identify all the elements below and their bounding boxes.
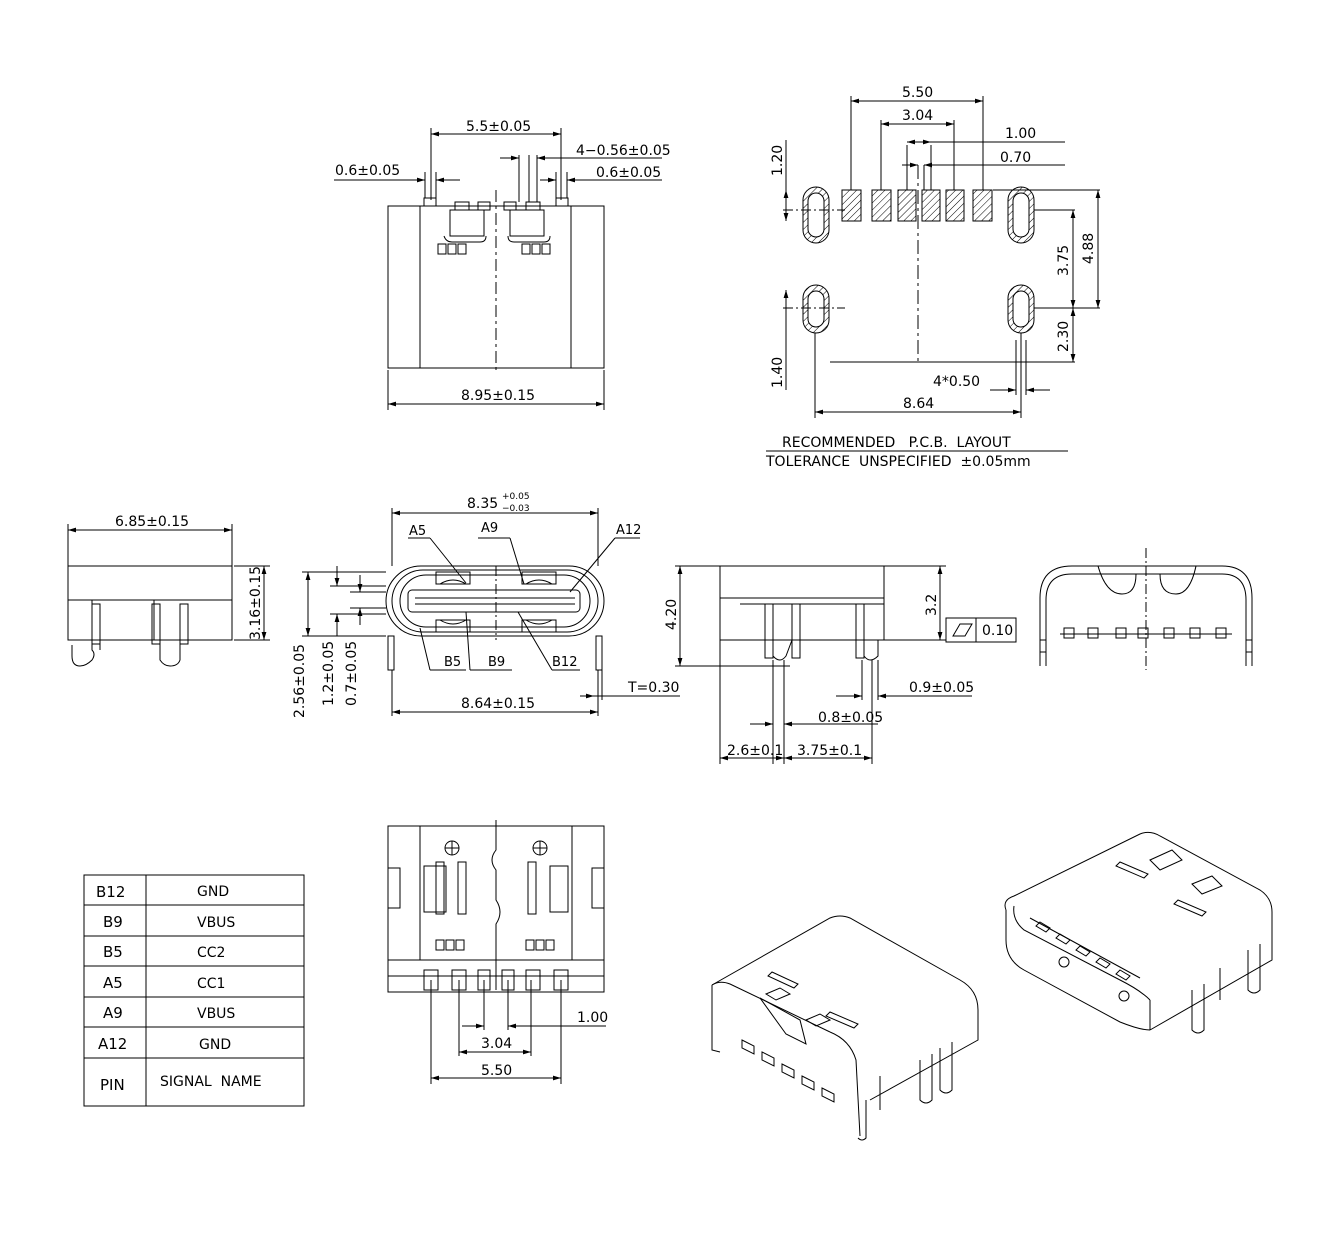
pcb-dim-230: 2.30 [1056,321,1072,352]
front-dim-top-plus: +0.05 [502,492,530,502]
flatness-value: 0.10 [982,623,1013,639]
pin-row-signal: GND [199,1037,231,1053]
pcb-dim-550: 5.50 [902,85,933,101]
pin-row-signal: CC2 [197,945,225,961]
front-dim-12: 1.2±0.05 [321,641,337,706]
bottom-dim-550: 5.50 [481,1063,512,1079]
pin-row-signal: GND [197,884,229,900]
profile-dim-375: 3.75±0.1 [797,743,862,759]
pcb-dim-120: 1.20 [770,145,786,176]
pcb-dim-140: 1.40 [770,357,786,388]
profile-dim-08: 0.8±0.05 [818,710,883,726]
dim-pad-left: 0.6±0.05 [335,163,400,179]
front-view [302,508,680,716]
front-dim-thickness: T=0.30 [627,680,679,696]
pcb-dim-070: 0.70 [1000,150,1031,166]
pin-row-pin: A12 [98,1035,127,1053]
top-view [334,128,662,410]
label-a12: A12 [616,523,641,538]
pcb-dim-375: 3.75 [1056,245,1072,276]
label-b5: B5 [444,655,461,670]
pcb-dim-304: 3.04 [902,108,933,124]
pcb-tolerance: TOLERANCE UNSPECIFIED ±0.05mm [765,454,1031,470]
bottom-dim-304: 3.04 [481,1036,512,1052]
label-b9: B9 [488,655,505,670]
profile-dim-09: 0.9±0.05 [909,680,974,696]
front-dim-top: 8.35 [467,496,498,512]
label-a5: A5 [409,524,426,539]
front-dim-256: 2.56±0.05 [292,644,308,718]
side-view [68,524,270,666]
pin-header: PIN [100,1076,125,1094]
label-a9: A9 [481,521,498,536]
pcb-dim-100: 1.00 [1005,126,1036,142]
pcb-dim-864: 8.64 [903,396,934,412]
iso-view-right [1005,832,1272,1033]
side-dim-height: 3.16±0.15 [248,566,264,640]
profile-dim-32: 3.2 [924,594,940,616]
signal-header: SIGNAL NAME [160,1074,262,1090]
iso-view-left [712,916,978,1140]
pin-row-pin: B5 [103,943,123,961]
dim-top-width: 5.5±0.05 [466,119,531,135]
pin-row-signal: CC1 [197,976,225,992]
pcb-title: RECOMMENDED P.C.B. LAYOUT [782,435,1011,451]
profile-view [675,566,1016,764]
pcb-dim-488: 4.88 [1081,233,1097,264]
profile-dim-26: 2.6±0.1 [727,743,783,759]
dim-pins: 4−0.56±0.05 [576,143,671,159]
front-dim-bottom: 8.64±0.15 [461,696,535,712]
label-b12: B12 [552,655,577,670]
pin-row-pin: B12 [96,883,125,901]
front-dim-07: 0.7±0.05 [344,641,360,706]
front-dim-top-minus: −0.03 [502,504,530,514]
pin-table-grid [84,875,304,1106]
pin-row-signal: VBUS [197,915,235,931]
pin-row-pin: A9 [103,1004,123,1022]
rear-view [1040,548,1252,670]
pin-row-signal: VBUS [197,1006,235,1022]
pin-row-pin: A5 [103,974,123,992]
dim-body-width: 8.95±0.15 [461,388,535,404]
profile-dim-420: 4.20 [664,599,680,630]
pcb-dim-4x050: 4*0.50 [933,374,980,390]
pcb-layout [766,96,1101,451]
bottom-view [388,820,606,1084]
labels: 5.5±0.05 0.6±0.05 4−0.56±0.05 0.6±0.05 8… [96,85,1097,1094]
side-dim-width: 6.85±0.15 [115,514,189,530]
dim-pad-right: 0.6±0.05 [596,165,661,181]
pin-row-pin: B9 [103,913,123,931]
bottom-dim-100: 1.00 [577,1010,608,1026]
